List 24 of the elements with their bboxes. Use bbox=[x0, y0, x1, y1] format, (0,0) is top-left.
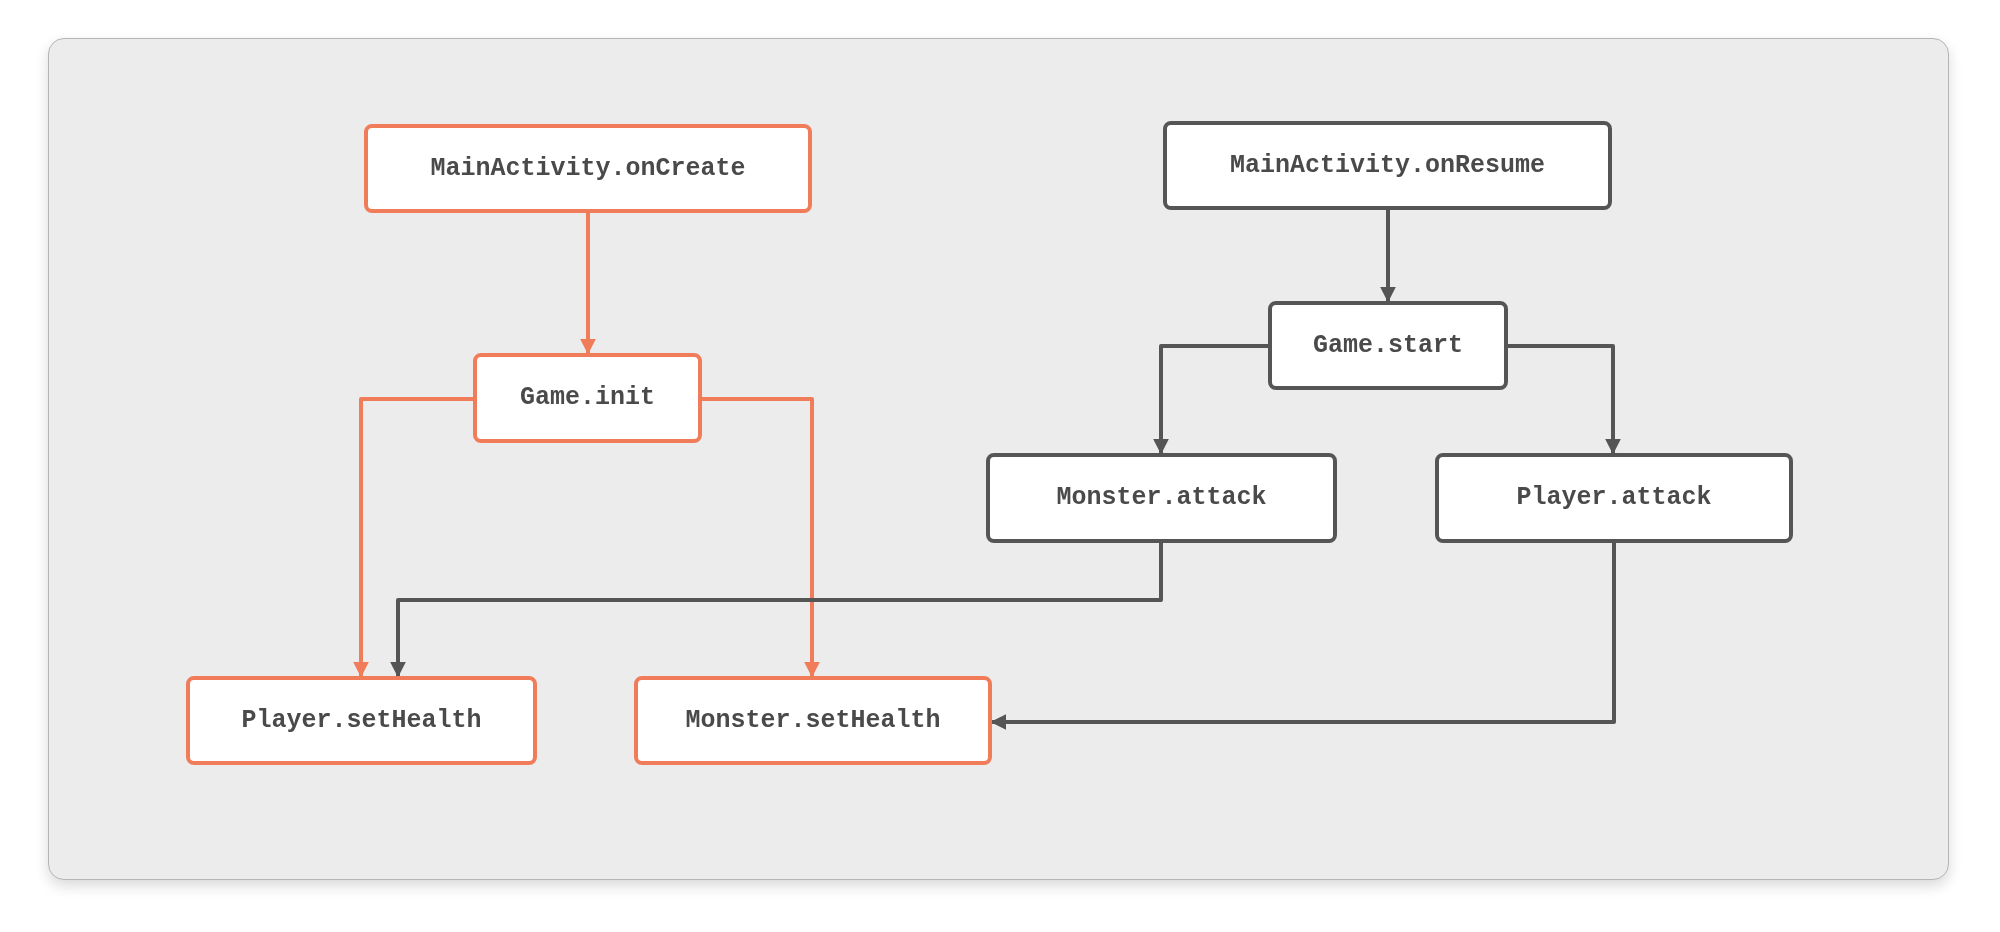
process-box bbox=[1163, 121, 1612, 210]
process-box bbox=[473, 353, 702, 443]
process-box bbox=[1268, 301, 1508, 390]
function-name: MainActivity.onResume bbox=[1229, 149, 1546, 182]
function-name: Monster.attack bbox=[1056, 482, 1267, 515]
function-name: Game.start bbox=[1313, 329, 1463, 362]
process-box bbox=[1435, 453, 1793, 543]
arrow bbox=[580, 213, 596, 355]
function-name: Monster.setHealth bbox=[685, 704, 941, 737]
function-name: MainActivity.onCreate bbox=[430, 152, 746, 185]
process-box bbox=[364, 124, 812, 213]
arrow bbox=[990, 543, 1616, 730]
function-name: Game.init bbox=[520, 382, 655, 415]
arrow bbox=[390, 543, 1163, 678]
function-name: Player.setHealth bbox=[241, 704, 482, 737]
arrow bbox=[1508, 344, 1621, 455]
arrow bbox=[353, 397, 473, 678]
function-name: Player.attack bbox=[1516, 482, 1712, 515]
process-box bbox=[986, 453, 1337, 543]
process-box bbox=[186, 676, 537, 765]
arrow bbox=[1153, 344, 1268, 455]
arrow bbox=[1380, 210, 1396, 303]
process-box bbox=[634, 676, 992, 765]
arrow bbox=[702, 397, 820, 678]
